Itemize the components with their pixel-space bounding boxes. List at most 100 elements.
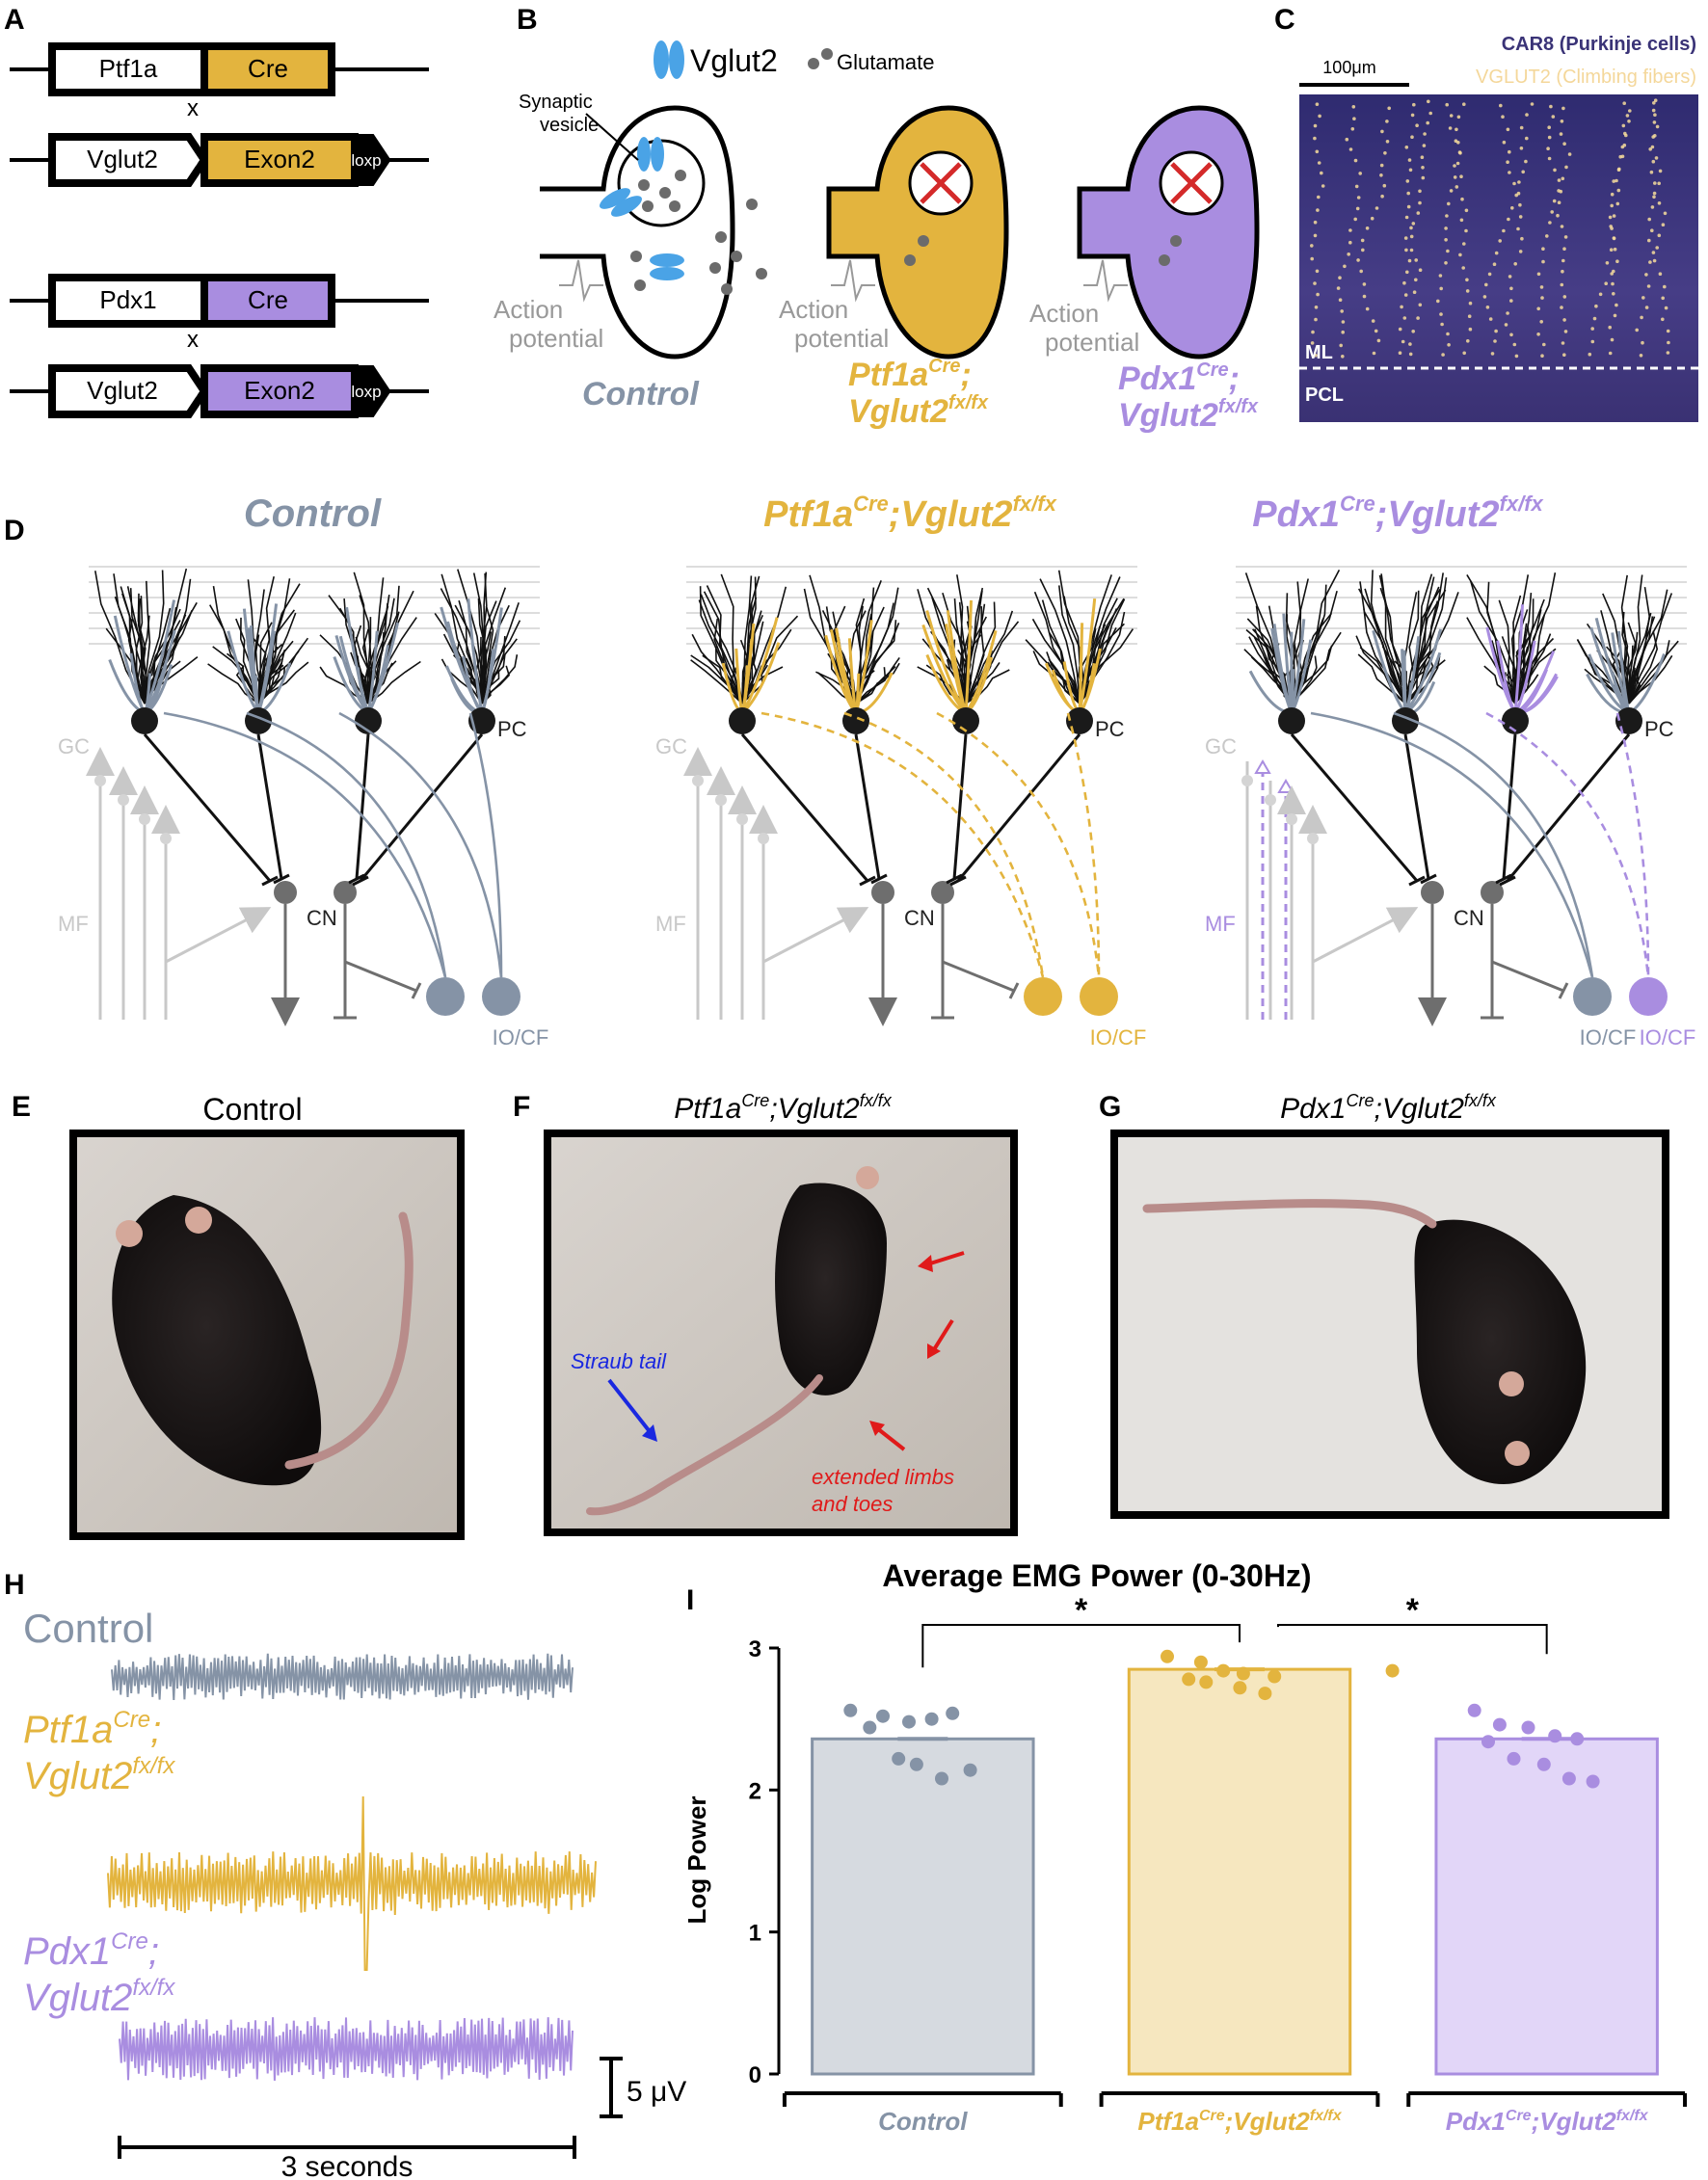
category-label: Pdx1Cre;Vglut2fx/fx xyxy=(1446,2107,1649,2136)
panel-letter: B xyxy=(517,4,538,36)
circuit-title-pdx1: Pdx1Cre;Vglut2fx/fx xyxy=(1252,492,1543,535)
io-cf-label: IO/CF xyxy=(1640,1025,1696,1050)
genotype-label-pdx1: Pdx1Cre; xyxy=(1118,359,1240,397)
data-point xyxy=(1385,1663,1400,1678)
mf-label: MF xyxy=(655,912,686,936)
panel-h: H Control Ptf1aCre; Vglut2fx/fx Pdx1Cre;… xyxy=(4,1569,686,2180)
panel-b: B Vglut2 Glutamate Synaptic vesicle Acti… xyxy=(494,4,1260,434)
voltage-scalebar-label: 5 μV xyxy=(627,2076,686,2108)
cross-symbol: x xyxy=(187,95,199,121)
panel-f: F Ptf1aCre;Vglut2fx/fx Straub tail exten… xyxy=(513,1091,1018,1536)
emg-trace-control xyxy=(111,1653,574,1700)
gc-label: GC xyxy=(1205,734,1237,758)
significance-bracket xyxy=(921,1624,1241,1668)
cerebellar-nucleus xyxy=(931,881,954,904)
cerebellar-nucleus xyxy=(274,881,297,904)
gc-label: GC xyxy=(655,734,687,758)
legend-car8: CAR8 (Purkinje cells) xyxy=(1502,34,1696,55)
data-point xyxy=(1570,1732,1585,1746)
gene-label: Cre xyxy=(248,285,288,314)
inferior-olive-cell xyxy=(1024,977,1062,1016)
panel-e: E Control xyxy=(12,1091,465,1540)
panel-c: C CAR8 (Purkinje cells) VGLUT2 (Climbing… xyxy=(1274,4,1698,422)
cerebellar-nucleus xyxy=(1481,881,1504,904)
purkinje-cell-soma xyxy=(952,707,979,734)
gene-label: Ptf1a xyxy=(99,54,158,83)
bar xyxy=(811,1737,1035,2076)
y-tick-label: 2 xyxy=(749,1778,761,1804)
data-point xyxy=(909,1757,923,1771)
data-point xyxy=(1492,1717,1507,1732)
action-potential-label: potential xyxy=(509,324,603,353)
ml-label: ML xyxy=(1305,342,1333,363)
y-tick-label: 3 xyxy=(749,1636,761,1662)
panel-letter: G xyxy=(1099,1091,1121,1123)
gene-box-cre xyxy=(200,42,335,96)
panel-letter: I xyxy=(686,1584,694,1616)
panel-letter: F xyxy=(513,1091,530,1123)
purkinje-cell-soma xyxy=(131,707,158,734)
mf-label: MF xyxy=(58,912,89,936)
y-tick-label: 0 xyxy=(749,2062,761,2088)
cn-label: CN xyxy=(1454,906,1484,930)
data-point xyxy=(924,1712,939,1726)
action-potential-label: Action xyxy=(779,295,848,324)
chart-title: Average EMG Power (0-30Hz) xyxy=(882,1558,1311,1593)
action-potential-label: Action xyxy=(494,295,563,324)
circuit-diagram: PC GC MF CN IO/CF xyxy=(58,566,549,1050)
micrograph xyxy=(1299,94,1698,422)
data-point xyxy=(1467,1703,1481,1717)
pc-label: PC xyxy=(497,717,527,741)
data-point xyxy=(1193,1655,1208,1669)
inferior-olive-cell xyxy=(1629,977,1668,1016)
synaptic-vesicle-label: vesicle xyxy=(540,115,599,136)
mf-label: MF xyxy=(1205,912,1236,936)
category-label: Ptf1aCre;Vglut2fx/fx xyxy=(1137,2107,1342,2136)
purkinje-cell-soma xyxy=(1615,707,1642,734)
inferior-olive-cell xyxy=(1080,977,1118,1016)
legend-glutamate: Glutamate xyxy=(837,50,935,74)
loxp-label: loxp xyxy=(168,151,198,170)
action-potential-label: Action xyxy=(1029,299,1099,328)
cerebellar-nucleus xyxy=(1421,881,1444,904)
synaptic-terminal-ptf1a xyxy=(826,105,1009,359)
significance-label: * xyxy=(1406,1592,1420,1629)
trace-label-pdx1-2: Vglut2fx/fx xyxy=(23,1975,175,2019)
mouse-photo-pdx1 xyxy=(1110,1130,1669,1519)
action-potential-label: potential xyxy=(794,324,889,353)
data-point xyxy=(902,1715,916,1729)
gene-label: Exon2 xyxy=(244,376,315,405)
io-cf-label: IO/CF xyxy=(493,1025,549,1050)
data-point xyxy=(1507,1751,1521,1766)
legend-vglut2: Vglut2 xyxy=(690,43,778,78)
panel-letter: A xyxy=(4,4,25,36)
loxp-label: loxp xyxy=(351,151,381,170)
panel-letter: C xyxy=(1274,4,1295,36)
trace-label-ptf1a-2: Vglut2fx/fx xyxy=(23,1753,175,1797)
io-cf-label: IO/CF xyxy=(1090,1025,1147,1050)
scalebar-label: 100μm xyxy=(1322,58,1375,77)
pc-label: PC xyxy=(1095,717,1125,741)
cerebellar-nucleus xyxy=(871,881,894,904)
gc-label: GC xyxy=(58,734,90,758)
photo-title: Control xyxy=(202,1092,302,1127)
gene-label: Vglut2 xyxy=(87,376,158,405)
action-potential-label: potential xyxy=(1045,328,1139,357)
trace-label-control: Control xyxy=(23,1606,153,1651)
trace-label-pdx1: Pdx1Cre; xyxy=(23,1928,159,1973)
panel-letter: D xyxy=(4,515,25,546)
legend-vglut2-cf: VGLUT2 (Climbing fibers) xyxy=(1476,66,1696,88)
circuit-title-control: Control xyxy=(244,492,382,535)
significance-label: * xyxy=(1075,1592,1088,1629)
vglut2-icon xyxy=(654,40,669,79)
data-point xyxy=(935,1771,948,1786)
inferior-olive-cell xyxy=(1573,977,1612,1016)
inferior-olive-cell xyxy=(426,977,465,1016)
pcl-label: PCL xyxy=(1305,385,1344,406)
cn-label: CN xyxy=(307,906,337,930)
significance-bracket xyxy=(1277,1624,1548,1655)
synaptic-terminal-control xyxy=(540,105,735,359)
